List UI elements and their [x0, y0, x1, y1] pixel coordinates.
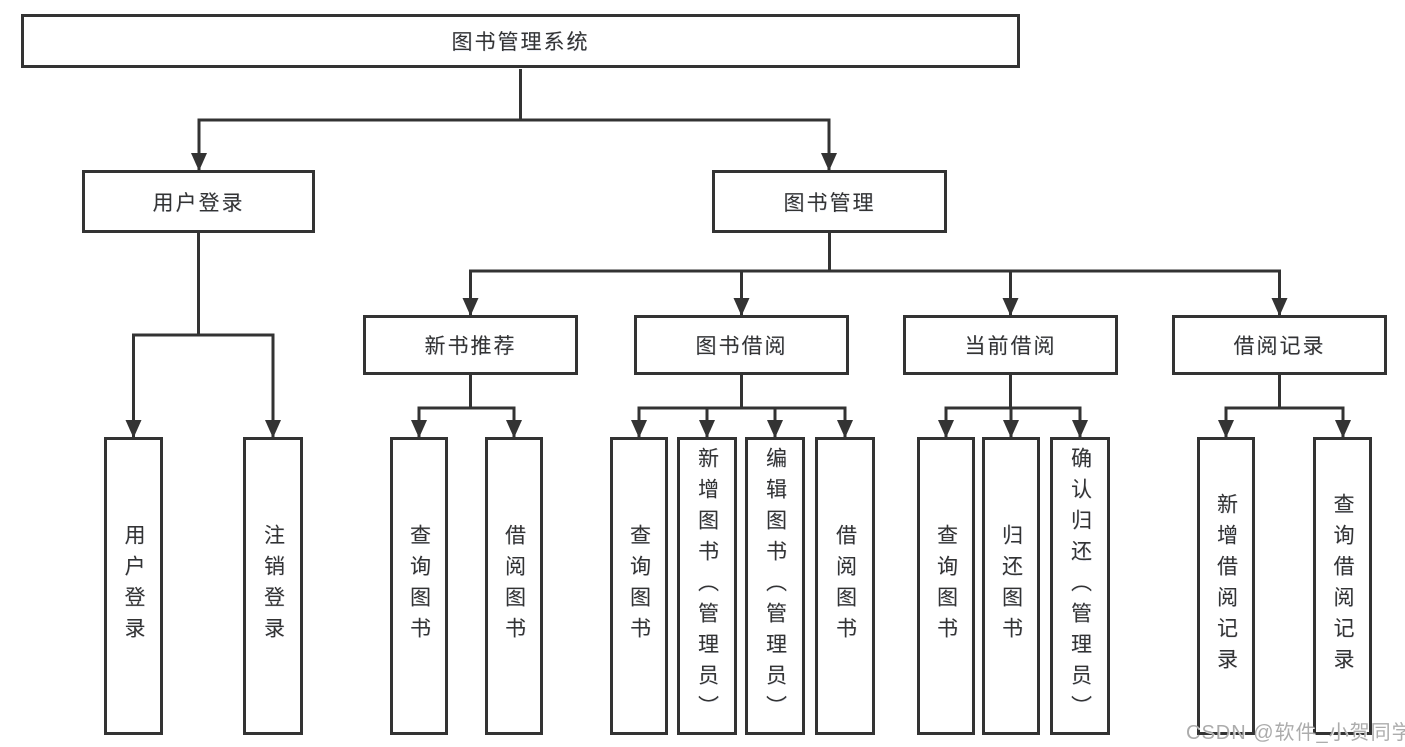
leaf-logout-label: 注销登录 [261, 524, 285, 648]
node-book-borrowing: 图书借阅 [634, 315, 849, 375]
leaf-borrow-books-recommend-label: 借阅图书 [502, 524, 526, 648]
leaf-add-books-admin-label: 新增图书（管理员） [695, 446, 719, 726]
leaf-confirm-return-admin: 确认归还（管理员） [1050, 437, 1110, 735]
node-current-borrowing-label: 当前借阅 [964, 335, 1057, 358]
node-user-login-label: 用户登录 [152, 191, 245, 215]
leaf-return-books: 归还图书 [982, 437, 1040, 735]
leaf-query-books-borrowing: 查询图书 [610, 437, 668, 735]
leaf-add-borrow-record-label: 新增借阅记录 [1214, 493, 1238, 679]
leaf-add-borrow-record: 新增借阅记录 [1197, 437, 1255, 735]
node-book-management: 图书管理 [712, 170, 947, 233]
node-new-book-recommend-label: 新书推荐 [424, 335, 517, 358]
leaf-user-login: 用户登录 [104, 437, 163, 735]
leaf-query-books-recommend-label: 查询图书 [407, 524, 431, 648]
leaf-query-books-current-label: 查询图书 [934, 524, 958, 648]
leaf-borrow-books-recommend: 借阅图书 [485, 437, 543, 735]
leaf-edit-books-admin-label: 编辑图书（管理员） [763, 446, 787, 726]
leaf-borrow-books-borrowing-label: 借阅图书 [833, 524, 857, 648]
leaf-edit-books-admin: 编辑图书（管理员） [745, 437, 805, 735]
leaf-add-books-admin: 新增图书（管理员） [677, 437, 737, 735]
node-new-book-recommend: 新书推荐 [363, 315, 578, 375]
leaf-user-login-label: 用户登录 [122, 524, 145, 648]
leaf-query-books-recommend: 查询图书 [390, 437, 448, 735]
node-borrow-records: 借阅记录 [1172, 315, 1387, 375]
node-root: 图书管理系统 [21, 14, 1020, 68]
node-borrow-records-label: 借阅记录 [1233, 335, 1326, 358]
csdn-watermark: CSDN @软件_小贺同学 [1186, 722, 1405, 744]
leaf-confirm-return-admin-label: 确认归还（管理员） [1068, 446, 1092, 726]
leaf-return-books-label: 归还图书 [999, 524, 1023, 648]
node-user-login: 用户登录 [82, 170, 315, 233]
node-book-borrowing-label: 图书借阅 [695, 335, 788, 358]
node-book-management-label: 图书管理 [783, 191, 876, 215]
leaf-query-books-borrowing-label: 查询图书 [627, 524, 651, 648]
leaf-query-books-current: 查询图书 [917, 437, 975, 735]
node-root-label: 图书管理系统 [451, 31, 590, 54]
node-current-borrowing: 当前借阅 [903, 315, 1118, 375]
leaf-query-borrow-record: 查询借阅记录 [1313, 437, 1372, 735]
leaf-logout: 注销登录 [243, 437, 303, 735]
leaf-borrow-books-borrowing: 借阅图书 [815, 437, 875, 735]
leaf-query-borrow-record-label: 查询借阅记录 [1331, 493, 1354, 679]
